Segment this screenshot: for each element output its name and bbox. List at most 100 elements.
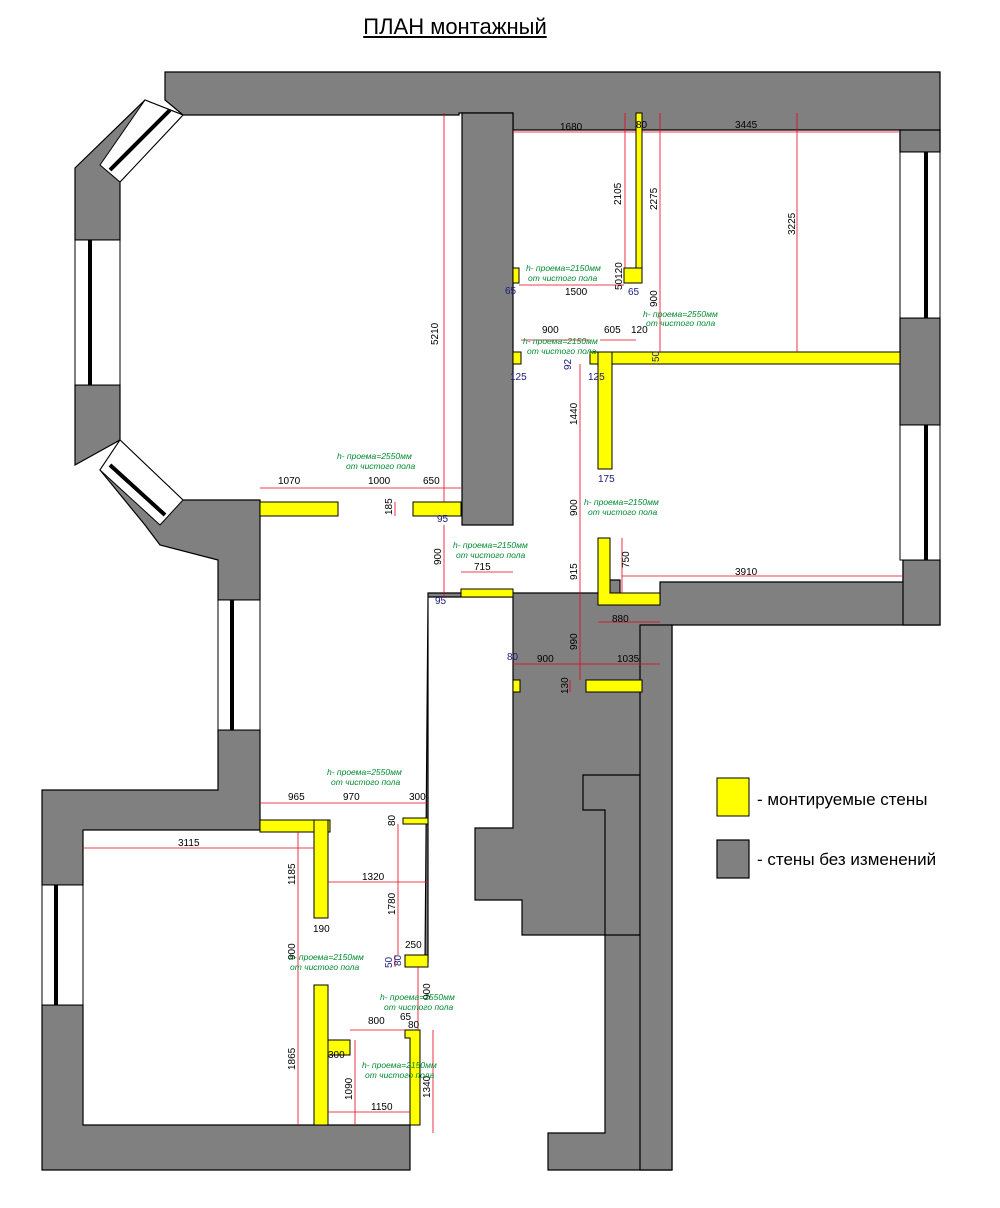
dim-label: 900 bbox=[649, 290, 660, 307]
new-wall-17 bbox=[313, 984, 329, 1126]
dim-label: 2275 bbox=[649, 187, 660, 210]
dim-label: 65 bbox=[505, 286, 517, 297]
window-1 bbox=[74, 239, 121, 386]
dim-label: 50 bbox=[651, 350, 662, 362]
new-wall-2 bbox=[623, 267, 643, 284]
dim-label: 95 bbox=[435, 596, 447, 607]
dim-label: 190 bbox=[313, 924, 330, 935]
opening-note: h- проема=2150мм bbox=[526, 263, 601, 273]
dim-label: 130 bbox=[560, 677, 571, 694]
new-wall-8 bbox=[412, 501, 462, 517]
opening-note: h- проема=2550мм bbox=[380, 992, 455, 1002]
dim-label: 900 bbox=[287, 943, 298, 960]
new-wall-13 bbox=[259, 819, 331, 833]
dim-label: 915 bbox=[569, 563, 580, 580]
dim-label: 185 bbox=[384, 498, 395, 515]
opening-note: от чистого пола bbox=[365, 1070, 434, 1080]
dim-label: 1070 bbox=[278, 476, 301, 487]
opening-note: от чистого пола bbox=[384, 1002, 453, 1012]
new-wall-7 bbox=[259, 501, 339, 517]
dim-label: 65 bbox=[628, 287, 640, 298]
legend-swatch-kept bbox=[716, 839, 750, 879]
dim-label: 605 bbox=[604, 325, 621, 336]
dim-label: 3910 bbox=[735, 567, 758, 578]
dim-label: 92 bbox=[563, 358, 574, 370]
dim-label: 3225 bbox=[787, 212, 798, 235]
legend-swatch-new bbox=[716, 777, 750, 817]
dim-label: 1320 bbox=[362, 872, 385, 883]
new-wall-1 bbox=[635, 112, 643, 284]
window-4 bbox=[899, 151, 941, 319]
dim-label: 1780 bbox=[387, 892, 398, 915]
dim-label: 95 bbox=[437, 514, 449, 525]
wall-right-mid bbox=[899, 317, 941, 426]
wall-right-lower bbox=[902, 559, 941, 626]
dim-label: 175 bbox=[598, 474, 615, 485]
opening-note: от чистого пола bbox=[456, 550, 525, 560]
window-5 bbox=[899, 424, 941, 561]
dim-label: 65 bbox=[400, 1012, 412, 1023]
new-wall-3 bbox=[512, 267, 520, 284]
wall-central-upper bbox=[461, 112, 514, 526]
wall-mid-left bbox=[41, 729, 261, 886]
wall-east-lower bbox=[639, 624, 673, 1171]
opening-note: h- проема=2150мм bbox=[523, 336, 598, 346]
windows bbox=[41, 99, 941, 1006]
opening-note: h- проема=2150мм bbox=[362, 1060, 437, 1070]
dim-label: 1090 bbox=[344, 1077, 355, 1100]
new-walls bbox=[259, 112, 901, 1126]
new-wall-10 bbox=[597, 537, 661, 606]
dim-label: 900 bbox=[569, 499, 580, 516]
dim-label: 715 bbox=[474, 562, 491, 573]
legend: - монтируемые стены - стены без изменени… bbox=[716, 777, 936, 879]
dimension-lines bbox=[83, 113, 903, 1133]
dim-label: 250 bbox=[405, 940, 422, 951]
dim-label: 80 bbox=[507, 652, 519, 663]
dim-label: 2105 bbox=[613, 182, 624, 205]
new-wall-5 bbox=[512, 351, 522, 365]
opening-note: h- проема=2150мм bbox=[584, 497, 659, 507]
opening-note: h- проема=2150мм bbox=[453, 540, 528, 550]
dim-label: 300 bbox=[328, 1050, 345, 1061]
dim-label: 120 bbox=[631, 325, 648, 336]
dim-label: 880 bbox=[612, 614, 629, 625]
opening-note: от чистого пола bbox=[646, 318, 715, 328]
dim-label: 3445 bbox=[735, 120, 758, 131]
legend-label-kept: - стены без изменений bbox=[757, 850, 936, 869]
new-wall-14 bbox=[313, 819, 329, 919]
page-title: ПЛАН монтажный bbox=[363, 14, 547, 39]
new-wall-9 bbox=[460, 588, 514, 598]
new-wall-6 bbox=[597, 351, 613, 470]
window-2 bbox=[217, 599, 261, 731]
dim-label: 965 bbox=[288, 792, 305, 803]
opening-note: от чистого пола bbox=[527, 346, 596, 356]
new-wall-15 bbox=[402, 817, 429, 825]
new-wall-16 bbox=[404, 954, 429, 968]
opening-note: от чистого пола bbox=[290, 962, 359, 972]
dim-label: 750 bbox=[621, 551, 632, 568]
kept-walls bbox=[41, 71, 941, 1171]
dim-label: 5210 bbox=[430, 322, 441, 345]
dim-label: 1000 bbox=[368, 476, 391, 487]
opening-note: h- проема=2550мм bbox=[643, 309, 718, 319]
dim-label: 800 bbox=[368, 1016, 385, 1027]
dim-label: 1340 bbox=[422, 1075, 433, 1098]
opening-notes: h- проема=2150мм от чистого пола h- прое… bbox=[289, 263, 718, 1080]
wall-right-upper bbox=[899, 129, 941, 153]
dim-label: 125 bbox=[588, 372, 605, 383]
dim-label: 900 bbox=[433, 548, 444, 565]
legend-label-new: - монтируемые стены bbox=[757, 790, 927, 809]
dimension-labels: 1680 80 3445 2105 2275 3225 50120 65 150… bbox=[178, 120, 798, 1113]
dim-label: 1035 bbox=[617, 654, 640, 665]
new-wall-4 bbox=[589, 351, 901, 365]
dim-label: 1680 bbox=[560, 122, 583, 133]
dim-label: 80 bbox=[387, 814, 398, 826]
dim-label: 990 bbox=[569, 633, 580, 650]
dim-label: 80 bbox=[636, 120, 648, 131]
opening-note: от чистого пола bbox=[346, 461, 415, 471]
dim-label: 300 bbox=[409, 792, 426, 803]
opening-note: от чистого пола bbox=[331, 777, 400, 787]
dim-label: 970 bbox=[343, 792, 360, 803]
dim-label: 3115 bbox=[178, 838, 200, 849]
